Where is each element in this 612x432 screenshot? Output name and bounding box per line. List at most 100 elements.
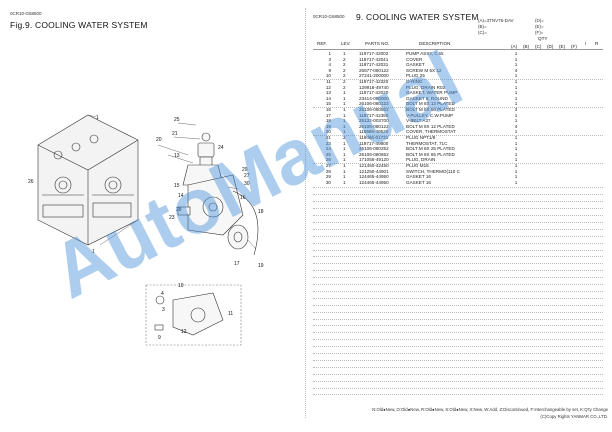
cell-parts-no: 23414-080000: [359, 95, 389, 101]
legend-footer: N:Old●New, O:Old●New, R:Old●New, S:Old●N…: [372, 407, 608, 412]
cell-ref: 23: [325, 140, 331, 146]
water-pump-drawing: [177, 174, 244, 236]
cell-qty-a: 1: [514, 79, 518, 84]
empty-row-rule: [313, 339, 603, 341]
empty-row-rule: [313, 284, 603, 285]
cell-qty-a: 1: [514, 84, 518, 90]
cell-qty-a: 3: [514, 107, 518, 112]
cell-ref: 30: [325, 179, 331, 185]
cell-description: PLUG, DRAIN: [406, 157, 436, 163]
cell-lev: 2: [343, 62, 346, 68]
empty-row-rule: [313, 359, 603, 361]
empty-row-rule: [313, 373, 603, 375]
cell-lev: 2: [343, 73, 346, 79]
empty-row-rule: [313, 235, 603, 237]
cell-qty-a: 1: [514, 140, 518, 146]
empty-row-rule: [313, 201, 603, 203]
callout-21: 21: [172, 131, 178, 137]
cell-ref: 13: [325, 90, 331, 96]
engine-block-drawing: [37, 114, 139, 246]
cell-description: PUMP ASSY, C.W.: [406, 51, 445, 56]
cell-qty-a: 1: [514, 157, 518, 163]
cell-ref: 17: [325, 112, 331, 118]
callout-10: 10: [178, 283, 184, 289]
cell-parts-no: 171056-49120: [359, 157, 389, 163]
cell-description: PLUG, DRAIN R03: [406, 84, 446, 90]
cell-qty-a: 1: [514, 51, 518, 56]
copyright: (C)Copy Rights YANMAR CO.,LTD.: [540, 414, 608, 419]
model-code-d: (D)=: [535, 18, 544, 23]
cell-description: COVER: [406, 56, 423, 62]
empty-row-rule: [313, 311, 603, 313]
cell-ref: 15: [325, 101, 331, 107]
model-code-a: (A)=3TNV76-DAV: [478, 18, 514, 23]
cell-parts-no: 119669-49520: [359, 129, 389, 135]
cell-description: GASKET 16: [406, 179, 431, 185]
cell-parts-no: 124465-44950: [359, 174, 389, 180]
cell-ref: 28: [325, 168, 331, 174]
empty-row-rule: [313, 194, 603, 196]
cell-qty-a: 1: [514, 174, 518, 180]
header-ref: REF.: [317, 41, 327, 46]
cell-description: GASKET 8, ROUND: [406, 95, 448, 101]
cell-qty-a: 1: [514, 101, 518, 107]
callout-1b: 1: [92, 249, 95, 255]
cell-qty-a: 1: [514, 163, 518, 168]
cell-parts-no: 26106-080122: [359, 123, 389, 129]
header-col-r: R: [595, 41, 599, 46]
cell-qty-a: 1: [514, 73, 518, 79]
empty-row-rule: [313, 215, 603, 216]
cell-ref: 25: [325, 151, 331, 157]
cell-parts-no: 25132-003700: [359, 118, 389, 124]
cell-description: GASKET, WATER PUMP: [406, 90, 458, 96]
header-description: DESCRIPTION: [419, 41, 451, 46]
cell-qty-a: 1: [514, 95, 518, 101]
cell-lev: 1: [343, 90, 346, 96]
empty-row-rule: [313, 297, 603, 299]
empty-row-rule: [313, 277, 603, 279]
cell-lev: 1: [343, 112, 346, 118]
callout-3: 3: [162, 307, 165, 313]
thermostat-housing-drawing: [182, 132, 224, 186]
cell-ref: 10: [325, 73, 331, 79]
cell-parts-no: 119065-01731: [359, 135, 389, 140]
callout-29: 29: [242, 167, 248, 173]
cell-qty-a: 4: [514, 123, 518, 129]
cell-parts-no: 26106-080252: [359, 146, 389, 152]
cell-lev: 1: [343, 107, 346, 112]
cell-description: BOLT M 8X 50 PLATED: [406, 107, 455, 112]
cell-lev: 1: [343, 123, 346, 129]
exploded-parts-diagram: 1 1 3 4 9 10 11 12 13 14 15 16 17 18 19 …: [28, 114, 264, 346]
callout-28: 28: [176, 207, 182, 213]
cell-description: PLUG 25: [406, 73, 425, 79]
cell-description: BOLT M 8X 25 PLATED: [406, 146, 455, 152]
row-group-rule: [313, 106, 603, 108]
callout-19: 19: [258, 263, 264, 269]
callout-27: 27: [244, 173, 250, 179]
empty-row-rule: [313, 187, 603, 189]
empty-row-rule: [313, 263, 603, 265]
empty-row-rule: [313, 346, 603, 348]
cell-parts-no: 121450-42450: [359, 163, 389, 168]
cell-ref: 20: [325, 129, 331, 135]
empty-row-rule: [313, 325, 603, 327]
cell-parts-no: 119717-42031: [359, 62, 389, 68]
row-group-rule: [313, 162, 603, 164]
cell-description: BOLT M 8X 12 PLATED: [406, 123, 455, 129]
empty-row-rule: [313, 290, 603, 292]
cell-parts-no: 26106-080122: [359, 101, 389, 107]
empty-row-rule: [313, 249, 603, 251]
cell-qty-a: 1: [514, 151, 518, 157]
empty-row-rule: [313, 228, 603, 230]
cell-parts-no: 26106-080652: [359, 151, 389, 157]
